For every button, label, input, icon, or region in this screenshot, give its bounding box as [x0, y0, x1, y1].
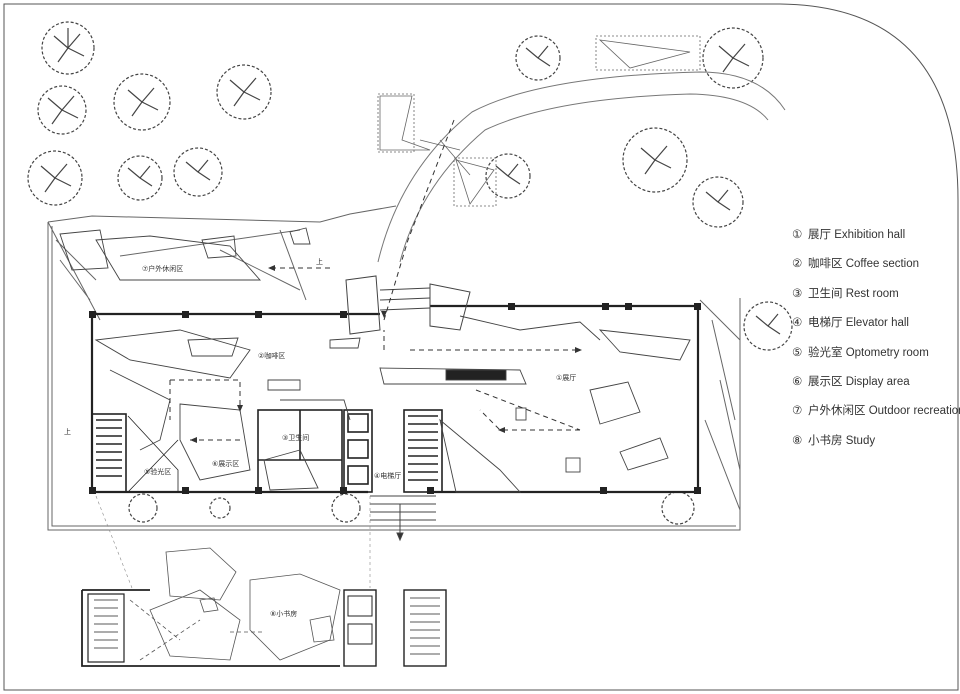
legend-text: 展厅 Exhibition hall: [808, 229, 906, 241]
legend-num: ①: [792, 229, 803, 241]
label-up-bridge: 上: [316, 257, 323, 266]
legend-item-restroom: ③ 卫生间 Rest room: [792, 285, 960, 314]
trees: [27, 21, 793, 525]
legend-num: ④: [792, 317, 803, 330]
tree: [331, 493, 361, 523]
building-walls: [90, 304, 700, 494]
interior-forms: [94, 315, 691, 493]
label-restroom: ③卫生间: [282, 433, 309, 442]
garden-path: [377, 71, 786, 263]
legend-item-elevator: ④ 电梯厅 Elevator hall: [792, 314, 960, 343]
tree: [485, 153, 531, 199]
tree: [27, 150, 83, 206]
lower-floor: [81, 589, 447, 667]
arrow-heads: [190, 265, 582, 443]
tree: [692, 176, 744, 228]
legend-text: 咖啡区 Coffee section: [808, 258, 920, 271]
frame-border: [3, 3, 959, 691]
columns: [89, 303, 701, 494]
sculptures: [377, 35, 701, 207]
legend-num: ⑦: [792, 405, 803, 418]
stair-left: [91, 413, 179, 493]
label-exhibition: ①展厅: [556, 374, 576, 382]
south-entry: [370, 495, 436, 542]
tree: [113, 73, 171, 131]
terrace: [47, 205, 741, 531]
label-elevator: ④电梯厅: [374, 471, 401, 480]
legend-text: 小书房 Study: [808, 434, 876, 447]
tree: [128, 493, 158, 523]
legend-item-optometry: ⑤ 验光室 Optometry room: [792, 344, 960, 373]
legend-text: 电梯厅 Elevator hall: [808, 317, 909, 330]
legend-num: ②: [792, 258, 803, 271]
legend-num: ⑧: [792, 434, 803, 447]
label-outdoor: ⑦户外休闲区: [142, 264, 183, 273]
tree: [515, 35, 561, 81]
label-study: ⑧小书房: [270, 609, 297, 618]
legend-item-exhibition: ① 展厅 Exhibition hall: [792, 226, 960, 255]
core-middle: [257, 409, 443, 493]
tree: [117, 155, 163, 201]
projection-lines: [95, 495, 371, 589]
label-coffee: ②咖啡区: [258, 351, 285, 360]
legend-item-study: ⑧ 小书房 Study: [792, 432, 960, 461]
legend-item-coffee: ② 咖啡区 Coffee section: [792, 255, 960, 284]
tree: [37, 85, 87, 135]
outdoor-deck: [59, 227, 311, 281]
legend-item-display: ⑥ 展示区 Display area: [792, 373, 960, 402]
tree: [661, 491, 695, 525]
tree: [702, 27, 764, 89]
tree: [173, 147, 223, 197]
legend-text: 户外休闲区 Outdoor recreation: [808, 405, 960, 418]
legend-num: ⑥: [792, 375, 803, 388]
legend-text: 验光室 Optometry room: [808, 346, 929, 359]
legend-num: ③: [792, 287, 803, 300]
entry-bridge: [345, 275, 471, 335]
tree: [209, 497, 231, 519]
label-optometry: ⑤验光区: [144, 467, 171, 476]
lower-floor-forms: [129, 547, 341, 661]
legend-text: 展示区 Display area: [808, 375, 910, 388]
label-display: ⑥展示区: [212, 460, 239, 468]
tree: [622, 127, 688, 193]
legend-num: ⑤: [792, 346, 803, 359]
legend-item-outdoor: ⑦ 户外休闲区 Outdoor recreation: [792, 402, 960, 431]
tree: [743, 301, 793, 351]
legend-text: 卫生间 Rest room: [808, 287, 899, 300]
label-up-stair: 上: [64, 427, 71, 436]
tree: [41, 21, 95, 75]
tree: [216, 64, 272, 120]
circulation: [169, 119, 581, 441]
